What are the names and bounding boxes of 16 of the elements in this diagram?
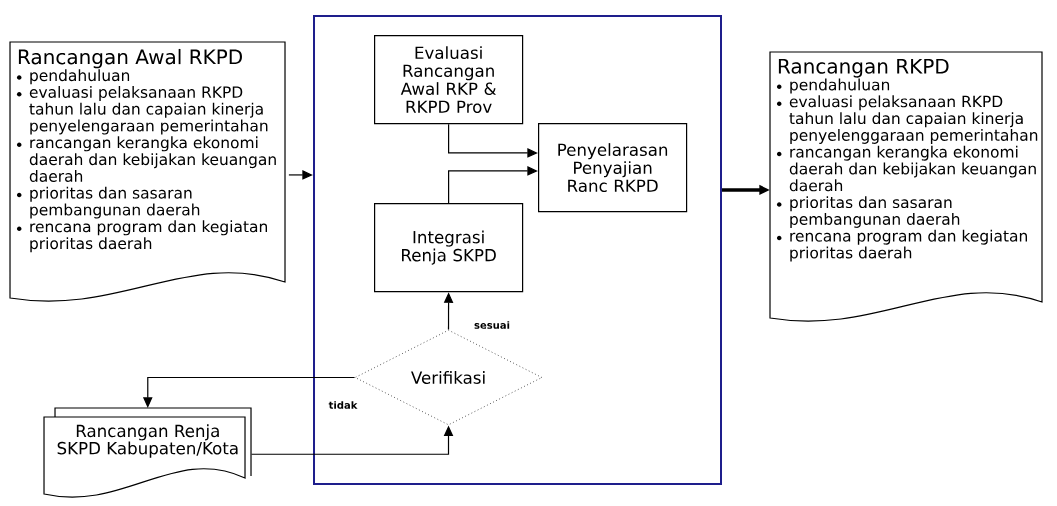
arrow: [448, 166, 538, 204]
bullet-item: rencana program dan kegiatan prioritas daerah: [16, 220, 267, 253]
bullet-item: rencana program dan kegiatan prioritas daerah: [776, 229, 1027, 262]
arrow: [448, 123, 538, 158]
process-box: Evaluasi Rancangan Awal RKP & RKPD Prov: [374, 35, 524, 125]
bullet-item: pendahuluan: [16, 69, 130, 85]
bullet-item: pendahuluan: [776, 78, 890, 94]
document-shape: [9, 41, 286, 302]
arrow: [288, 170, 313, 180]
edge-label: sesuai: [472, 319, 512, 331]
document-shape: [769, 51, 1043, 322]
process-box: Integrasi Renja SKPD: [374, 203, 524, 293]
document-heading: Rancangan RKPD: [778, 58, 949, 78]
process-box: Penyelarasan Penyajian Ranc RKPD: [538, 123, 688, 213]
document-heading: Rancangan Awal RKPD: [18, 48, 242, 69]
frame-box: [313, 15, 722, 485]
